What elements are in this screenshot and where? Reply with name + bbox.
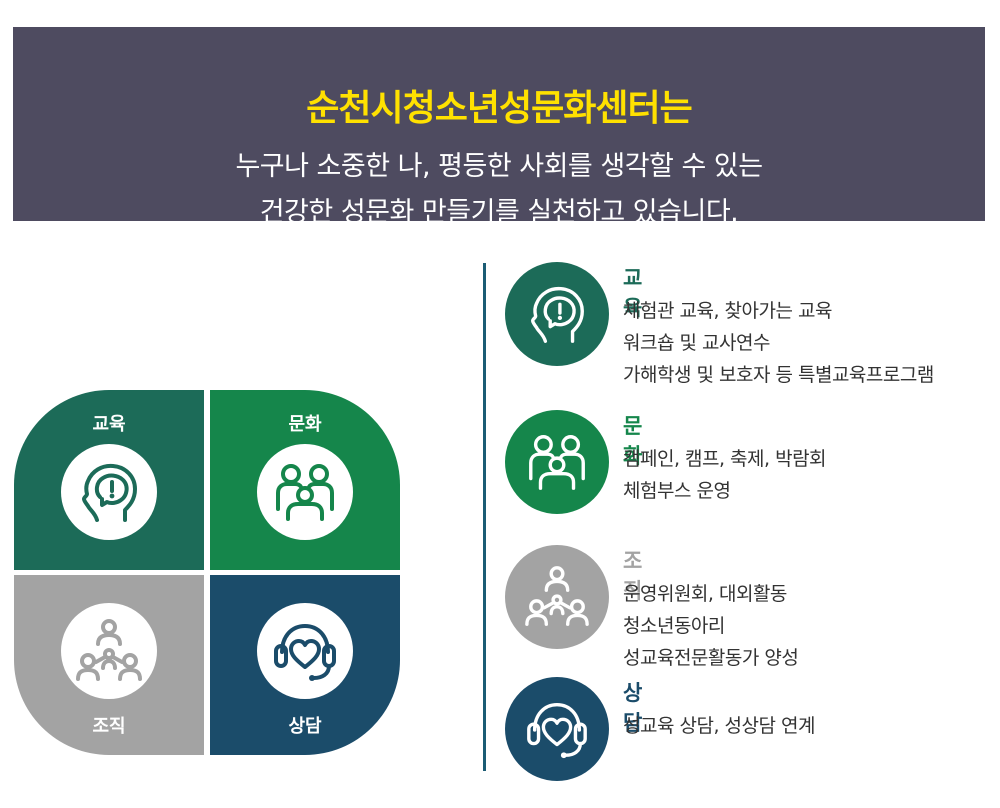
item-circle-culture [505, 410, 609, 514]
desc-line: 캠페인, 캠프, 축제, 박람회 [623, 448, 827, 470]
petal-label-education: 교육 [92, 414, 126, 435]
item-desc-education: 체험관 교육, 찾아가는 교육 워크숍 및 교사연수 가해학생 및 보호자 등 … [623, 295, 1000, 391]
clover-petal-culture: 문화 [210, 390, 400, 570]
petal-disc-culture [257, 444, 353, 540]
petal-disc-organization [61, 603, 157, 699]
clover-petal-counseling: 상담 [210, 575, 400, 755]
people-group-icon [529, 435, 585, 490]
item-title-education: 교육 [623, 266, 643, 320]
desc-line: 워크숍 및 교사연수 [623, 332, 770, 354]
item-title-culture: 문화 [623, 414, 643, 468]
item-title-organization: 조직 [623, 549, 643, 603]
desc-line: 체험관 교육, 찾아가는 교육 [623, 300, 832, 322]
petal-label-counseling: 상담 [288, 716, 322, 737]
clover-petal-organization: 조직 [14, 575, 204, 755]
item-desc-counseling: 성교육 상담, 성상담 연계 [623, 710, 1000, 742]
petal-disc-counseling [257, 603, 353, 699]
vertical-divider [483, 263, 486, 771]
petal-label-culture: 문화 [288, 414, 322, 435]
intro-banner: 순천시청소년성문화센터는 누구나 소중한 나, 평등한 사회를 생각할 수 있는… [13, 27, 985, 228]
clover-petal-education: 교육 [14, 390, 204, 570]
item-circle-education [505, 262, 609, 366]
item-circle-organization [505, 545, 609, 649]
desc-line: 가해학생 및 보호자 등 특별교육프로그램 [623, 364, 934, 386]
head-mind-icon [82, 463, 137, 522]
banner-line-2: 건강한 성문화 만들기를 실천하고 있습니다. [259, 197, 739, 228]
people-group-icon [276, 464, 334, 521]
desc-line: 성교육전문활동가 양성 [623, 647, 799, 669]
head-mind-icon [531, 286, 584, 343]
desc-line: 체험부스 운영 [623, 480, 731, 502]
petal-label-organization: 조직 [92, 716, 126, 737]
banner-line-1: 누구나 소중한 나, 평등한 사회를 생각할 수 있는 [235, 151, 763, 182]
desc-line: 성교육 상담, 성상담 연계 [623, 715, 815, 737]
organization-icon [525, 566, 589, 626]
organization-icon [76, 619, 142, 681]
headset-heart-icon [274, 624, 336, 681]
banner-title: 순천시청소년성문화센터는 [306, 88, 692, 129]
item-title-counseling: 상담 [623, 681, 643, 735]
item-desc-culture: 캠페인, 캠프, 축제, 박람회 체험부스 운영 [623, 443, 1000, 507]
petal-disc-education [61, 444, 157, 540]
item-circle-counseling [505, 677, 609, 781]
desc-line: 청소년동아리 [623, 615, 725, 637]
item-desc-organization: 운영위원회, 대외활동 청소년동아리 성교육전문활동가 양성 [623, 578, 1000, 674]
headset-heart-icon [527, 703, 587, 759]
desc-line: 운영위원회, 대외활동 [623, 583, 787, 605]
